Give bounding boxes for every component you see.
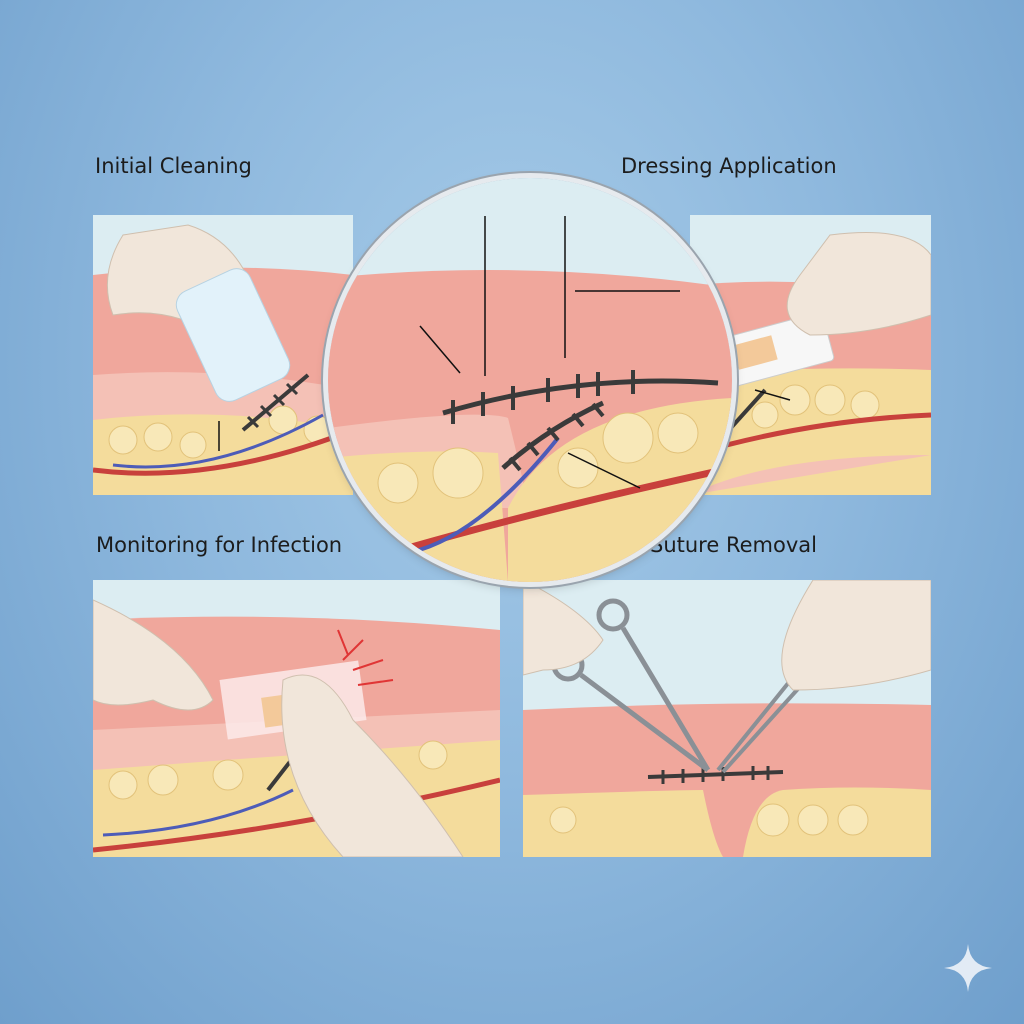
- sparkle-watermark-icon: [944, 944, 992, 992]
- illustration-monitoring-for-infection: [93, 580, 500, 857]
- panel-suture-removal: [523, 580, 931, 857]
- step-label-initial-cleaning: Initial Cleaning: [95, 154, 252, 178]
- panel-initial-cleaning: [93, 215, 353, 495]
- illustration-suture-removal: [523, 580, 931, 857]
- panel-monitoring-for-infection: [93, 580, 500, 857]
- step-label-dressing-application: Dressing Application: [621, 154, 837, 178]
- illustration-magnified-sutures: [328, 178, 732, 582]
- illustration-initial-cleaning: [93, 215, 353, 495]
- step-label-monitoring-for-infection: Monitoring for Infection: [96, 533, 343, 557]
- step-label-suture-removal: Suture Removal: [650, 533, 817, 557]
- magnified-wound-closeup: [328, 178, 732, 582]
